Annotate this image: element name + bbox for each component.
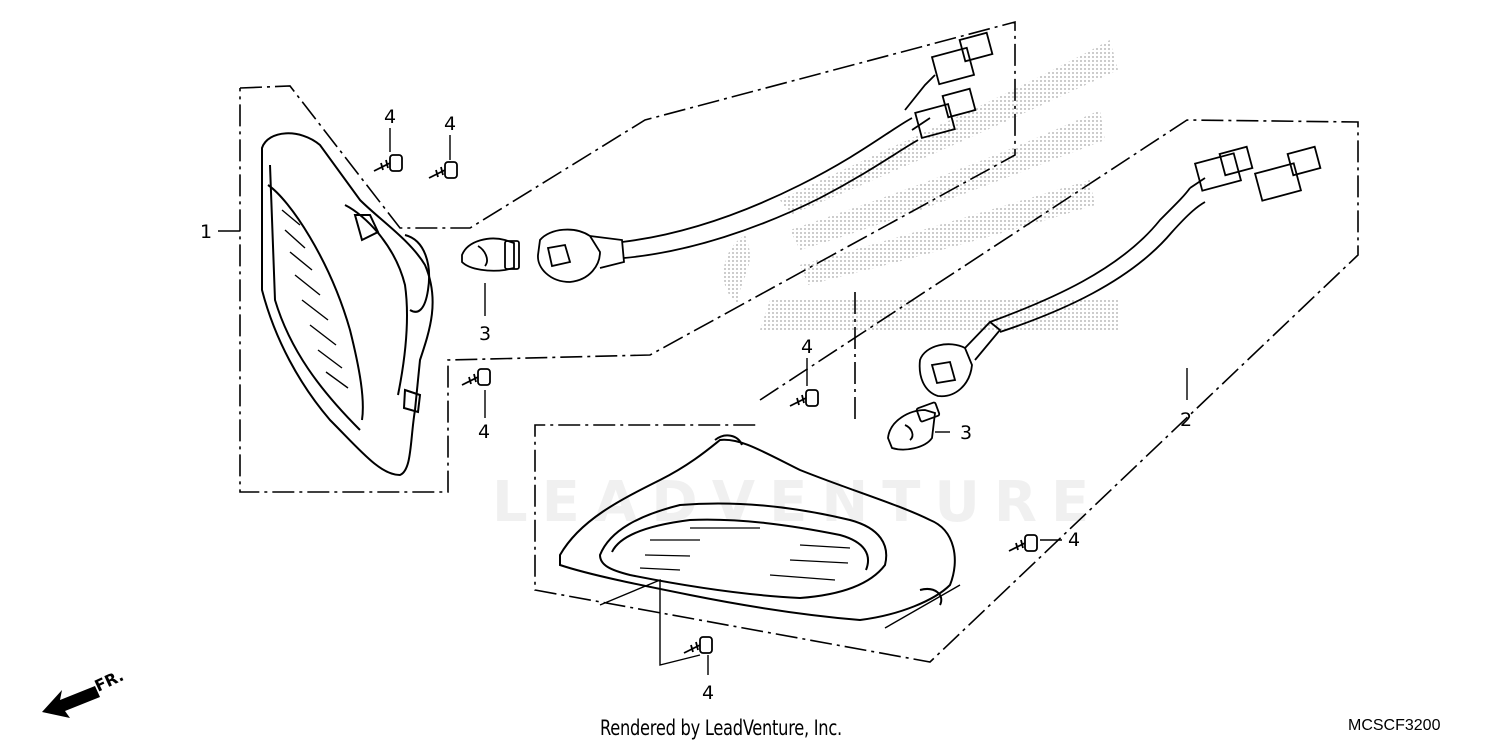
footer-credit: Rendered by LeadVenture, Inc.: [600, 716, 842, 740]
part1-boundary: [239, 20, 1016, 493]
screw-icon: [461, 368, 491, 386]
turn-signal-lamp-right: [559, 434, 956, 622]
diagram-code: MCSCF3200: [1348, 717, 1441, 734]
screw-icon: [373, 154, 403, 172]
screw-icon: [683, 636, 713, 654]
screw-icons: [373, 154, 1038, 654]
callout-2: 2: [1180, 409, 1192, 431]
callout-4f: 4: [702, 682, 714, 704]
screw-icon: [1008, 534, 1038, 552]
brand-logo-halftone: [723, 40, 1120, 330]
turn-signal-lamp-left: [261, 132, 434, 477]
screw-icon: [789, 389, 819, 407]
callout-1: 1: [200, 221, 212, 243]
part2-boundary: [534, 119, 1359, 663]
front-direction-indicator: FR.: [42, 666, 127, 718]
callout-4a: 4: [384, 106, 396, 128]
front-label: FR.: [92, 666, 127, 696]
callout-3b: 3: [960, 422, 972, 444]
callout-4d: 4: [801, 336, 813, 358]
arrow-left-icon: [42, 686, 100, 718]
bulb-right: [887, 401, 941, 451]
screw-icon: [428, 161, 458, 179]
callout-3a: 3: [479, 323, 491, 345]
socket-harness-right: [918, 145, 1322, 397]
socket-harness-left: [537, 31, 994, 283]
callout-4c: 4: [478, 421, 490, 443]
callout-4e: 4: [1068, 529, 1080, 551]
callout-4b: 4: [444, 113, 456, 135]
bulb-left: [461, 237, 520, 272]
leader-lines: [218, 128, 1188, 675]
watermark-text: LEADVENTURE: [492, 470, 1104, 535]
